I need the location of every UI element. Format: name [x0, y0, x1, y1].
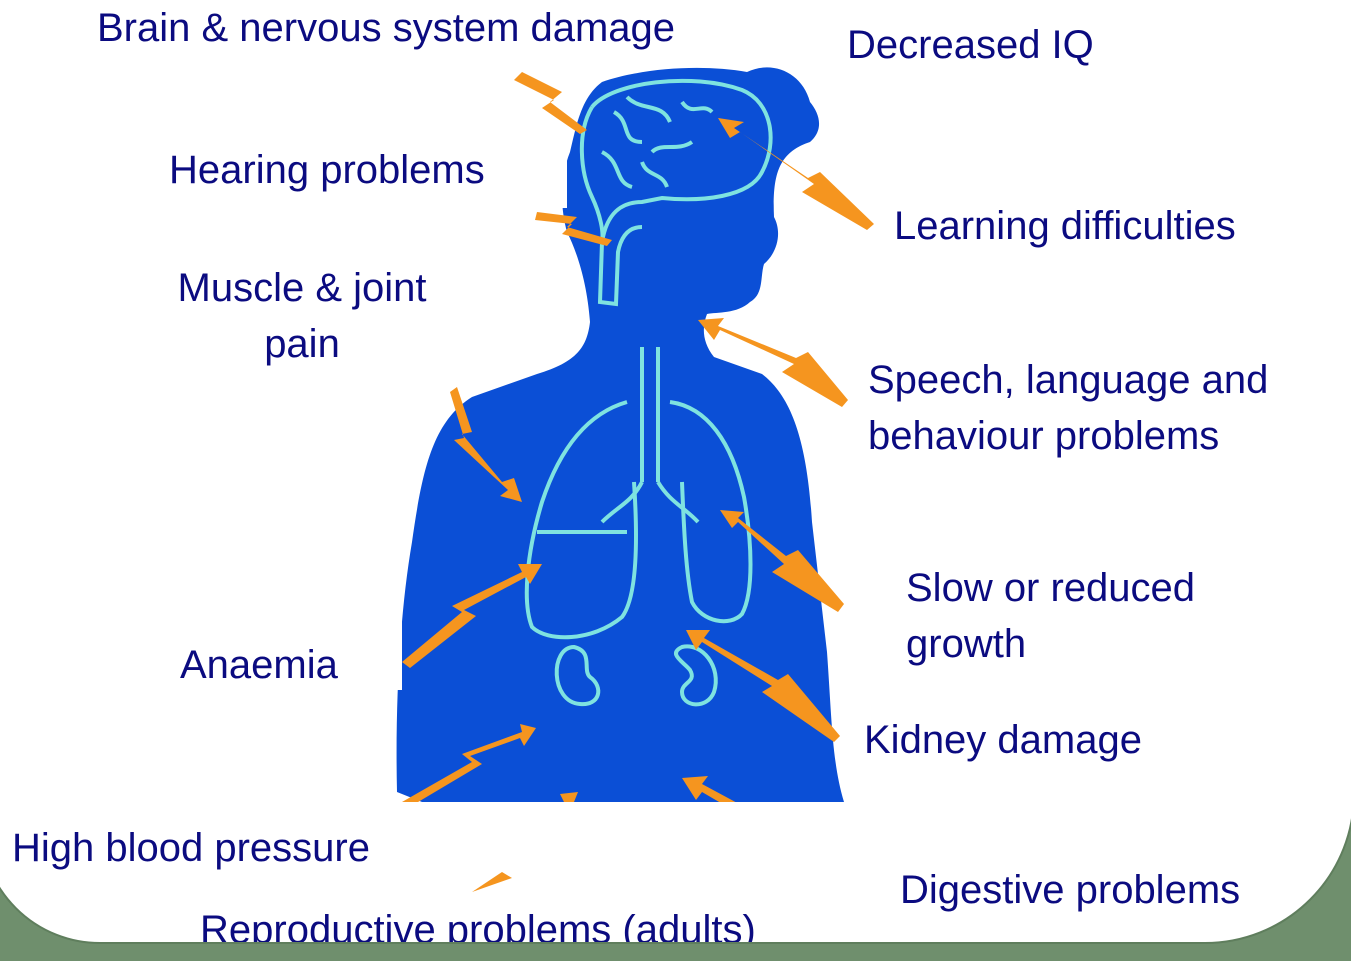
label-growth-line2: growth [906, 616, 1195, 672]
label-muscle-line1: Muscle & joint [142, 260, 462, 316]
label-growth-line1: Slow or reduced [906, 560, 1195, 616]
label-learning-difficulties: Learning difficulties [894, 198, 1236, 254]
label-kidney-damage: Kidney damage [864, 712, 1142, 768]
label-hearing-problems: Hearing problems [169, 142, 485, 198]
label-anaemia: Anaemia [180, 637, 338, 693]
label-muscle-line2: pain [142, 316, 462, 372]
label-reproductive-problems: Reproductive problems (adults) [200, 902, 756, 944]
label-muscle-joint-pain: Muscle & joint pain [142, 260, 462, 372]
label-digestive-problems: Digestive problems [900, 862, 1240, 918]
label-speech-behaviour: Speech, language and behaviour problems [868, 352, 1268, 464]
label-decreased-iq: Decreased IQ [847, 17, 1094, 73]
label-high-blood-pressure: High blood pressure [12, 820, 370, 876]
label-brain-damage: Brain & nervous system damage [97, 0, 675, 56]
label-slow-growth: Slow or reduced growth [906, 560, 1195, 672]
label-speech-line1: Speech, language and [868, 352, 1268, 408]
label-speech-line2: behaviour problems [868, 408, 1268, 464]
